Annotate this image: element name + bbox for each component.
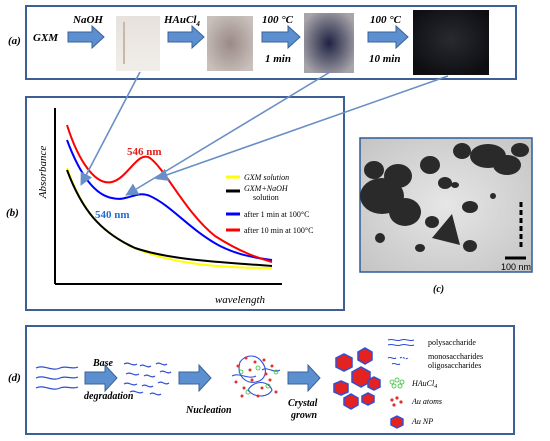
legend-d-haucl4: HAuCl4: [411, 379, 437, 390]
arrow-d1: [84, 363, 118, 393]
legend-d-au-atoms: Au atoms: [411, 397, 442, 406]
time-1-label: 1 min: [265, 53, 291, 65]
panel-b-frame: [25, 96, 345, 311]
series-10min: [66, 124, 273, 263]
series-1min: [66, 139, 273, 261]
arrow-d2: [178, 363, 212, 393]
temp-1-label: 100 °C: [262, 14, 294, 26]
y-axis-title: Absorbance: [37, 146, 49, 200]
temp-2-label: 100 °C: [370, 14, 402, 26]
step-grown-label: grown: [290, 410, 318, 421]
panel-b-label: (b): [6, 207, 19, 219]
connector-1: [80, 71, 141, 186]
peak-540-label: 540 nm: [95, 209, 130, 221]
arrow-d3: [287, 363, 321, 393]
legend-text-1b: solution: [253, 193, 279, 202]
peak-546-label: 546 nm: [127, 146, 162, 158]
scale-bar-label: 100 nm: [501, 262, 531, 272]
series-gxm-naoh: [66, 169, 273, 267]
legend-d-monosaccharides: monosaccharides: [428, 352, 483, 361]
panel-a-label: (a): [8, 35, 21, 47]
degraded-fragments: [123, 362, 172, 396]
connector-3: [154, 75, 449, 181]
time-2-label: 10 min: [369, 53, 400, 65]
arrow-a2: [167, 24, 205, 50]
panel-d-label: (d): [8, 372, 21, 384]
panel-a-frame: [25, 5, 517, 80]
step-crystal-label: Crystal: [288, 398, 318, 409]
step-nucleation-label: Nucleation: [185, 405, 232, 416]
legend-d-oligosaccharides: oligosaccharides: [428, 361, 481, 370]
vial-haucl4: [207, 16, 253, 71]
legend-text-2: after 1 min at 100°C: [244, 210, 309, 219]
step-degradation-label: degradation: [84, 391, 134, 402]
legend-d-au-np: Au NP: [411, 417, 433, 426]
legend-text-3: after 10 min at 100°C: [244, 226, 313, 235]
step-base-label: Base: [92, 358, 114, 369]
polysaccharide-chains: [35, 366, 79, 390]
gxm-label: GXM: [33, 32, 59, 44]
nucleation-cluster: [231, 355, 281, 398]
au-nanoparticles: [333, 347, 381, 410]
legend-text-1: GXM+NaOH: [244, 184, 289, 193]
arrow-a3: [261, 24, 301, 50]
legend-d: polysaccharide monosaccharides oligosacc…: [387, 338, 483, 429]
panel-c-label: (c): [433, 284, 444, 295]
haucl4-label: HAuCl4: [163, 14, 200, 28]
arrow-a4: [367, 24, 409, 50]
vial-gxm-naoh: [116, 16, 160, 71]
vial-10min: [413, 10, 489, 75]
arrow-a1: [67, 24, 105, 50]
legend-text-0: GXM solution: [244, 173, 289, 182]
naoh-label: NaOH: [72, 14, 103, 26]
tem-particles: [360, 143, 529, 252]
x-axis-title: wavelength: [215, 294, 266, 306]
vial-1min: [304, 13, 354, 73]
panel-d-frame: [25, 325, 515, 435]
legend-d-polysaccharide: polysaccharide: [428, 338, 476, 347]
